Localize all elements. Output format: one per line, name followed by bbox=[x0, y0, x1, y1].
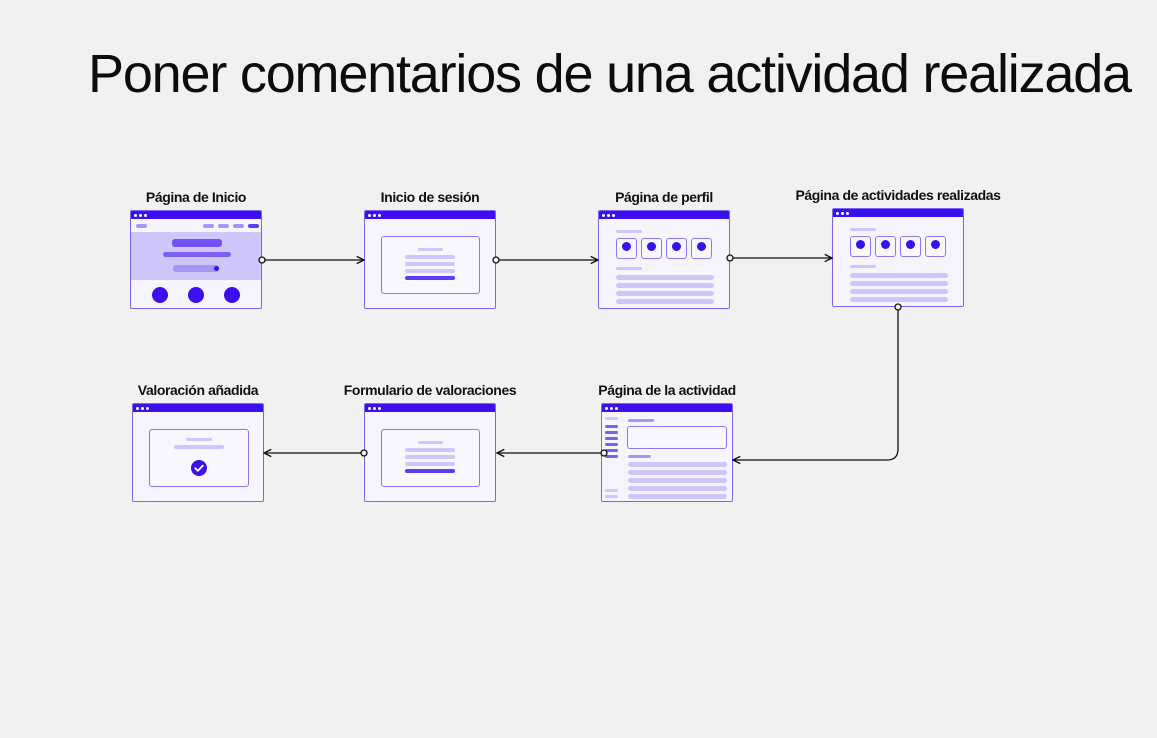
login-submit bbox=[405, 276, 455, 280]
form-title bbox=[418, 441, 443, 444]
sidebar-item bbox=[605, 449, 618, 452]
list-row bbox=[850, 297, 948, 302]
list-row bbox=[616, 299, 714, 304]
sidebar-item bbox=[605, 425, 618, 428]
circle-node-icon bbox=[258, 256, 266, 264]
login-card bbox=[381, 236, 480, 294]
window-bar bbox=[133, 404, 263, 412]
confirmation-text bbox=[174, 445, 224, 449]
comment-row bbox=[628, 470, 727, 475]
wireframe-sesion[interactable] bbox=[364, 210, 496, 309]
activity-dot bbox=[906, 240, 915, 249]
step-label-inicio: Página de Inicio bbox=[145, 189, 247, 205]
list-row bbox=[616, 275, 714, 280]
login-field bbox=[405, 269, 455, 273]
list-row bbox=[616, 291, 714, 296]
window-bar bbox=[365, 211, 495, 219]
nav-button bbox=[248, 224, 259, 228]
list-row bbox=[850, 289, 948, 294]
step-label-realizadas: Página de actividades realizadas bbox=[795, 187, 1001, 203]
step-label-perfil: Página de perfil bbox=[615, 189, 713, 205]
hero-subheading bbox=[163, 252, 231, 257]
circle-node-icon bbox=[600, 449, 608, 457]
window-bar bbox=[131, 211, 261, 219]
nav-logo bbox=[136, 224, 147, 228]
login-title bbox=[418, 248, 443, 251]
wireframe-actividad[interactable] bbox=[601, 403, 733, 502]
connector-realizadas-actividad bbox=[733, 310, 899, 460]
activity-dot bbox=[622, 242, 631, 251]
section-heading bbox=[616, 267, 642, 270]
feature-circle bbox=[152, 287, 168, 303]
check-circle-icon bbox=[191, 460, 207, 476]
feature-circle bbox=[188, 287, 204, 303]
feature-circle bbox=[224, 287, 240, 303]
comment-row bbox=[628, 478, 727, 483]
wireframe-realizadas[interactable] bbox=[832, 208, 964, 307]
window-bar bbox=[833, 209, 963, 217]
step-label-actividad: Página de la actividad bbox=[598, 382, 736, 398]
list-row bbox=[850, 273, 948, 278]
page-heading bbox=[850, 228, 876, 231]
step-label-valoracion: Valoración añadida bbox=[137, 382, 259, 398]
sidebar-item bbox=[605, 495, 618, 498]
comment-row bbox=[628, 462, 727, 467]
activity-dot bbox=[672, 242, 681, 251]
nav-link bbox=[203, 224, 214, 228]
circle-node-icon bbox=[894, 303, 902, 311]
window-bar bbox=[599, 211, 729, 219]
activity-dot bbox=[856, 240, 865, 249]
section-heading bbox=[850, 265, 876, 268]
wireframe-perfil[interactable] bbox=[598, 210, 730, 309]
hero-search-button bbox=[214, 266, 219, 271]
circle-node-icon bbox=[726, 254, 734, 262]
activity-dot bbox=[881, 240, 890, 249]
step-label-formulario: Formulario de valoraciones bbox=[343, 382, 517, 398]
sidebar-heading bbox=[605, 417, 618, 420]
hero-search bbox=[173, 265, 219, 272]
comments-heading bbox=[628, 455, 651, 458]
list-row bbox=[616, 283, 714, 288]
sidebar-item bbox=[605, 489, 618, 492]
form-submit bbox=[405, 469, 455, 473]
profile-heading bbox=[616, 230, 642, 233]
activity-dot bbox=[697, 242, 706, 251]
form-field bbox=[405, 448, 455, 452]
page-title: Poner comentarios de una actividad reali… bbox=[88, 44, 1132, 104]
list-row bbox=[850, 281, 948, 286]
hero-heading bbox=[172, 239, 222, 247]
wireframe-valoracion[interactable] bbox=[132, 403, 264, 502]
sidebar-item bbox=[605, 431, 618, 434]
comment-row bbox=[628, 486, 727, 491]
activity-detail-card bbox=[627, 426, 727, 449]
comment-row bbox=[628, 494, 727, 499]
form-field bbox=[405, 455, 455, 459]
wireframe-inicio[interactable] bbox=[130, 210, 262, 309]
nav-link bbox=[233, 224, 244, 228]
detail-heading bbox=[628, 419, 654, 422]
login-field bbox=[405, 262, 455, 266]
sidebar-item bbox=[605, 437, 618, 440]
activity-dot bbox=[647, 242, 656, 251]
step-label-sesion: Inicio de sesión bbox=[380, 189, 480, 205]
activity-dot bbox=[931, 240, 940, 249]
window-bar bbox=[602, 404, 732, 412]
form-field bbox=[405, 462, 455, 466]
window-bar bbox=[365, 404, 495, 412]
login-field bbox=[405, 255, 455, 259]
sidebar-item bbox=[605, 455, 618, 458]
confirmation-title bbox=[186, 438, 212, 441]
sidebar-item bbox=[605, 443, 618, 446]
circle-node-icon bbox=[492, 256, 500, 264]
nav-link bbox=[218, 224, 229, 228]
circle-node-icon bbox=[360, 449, 368, 457]
